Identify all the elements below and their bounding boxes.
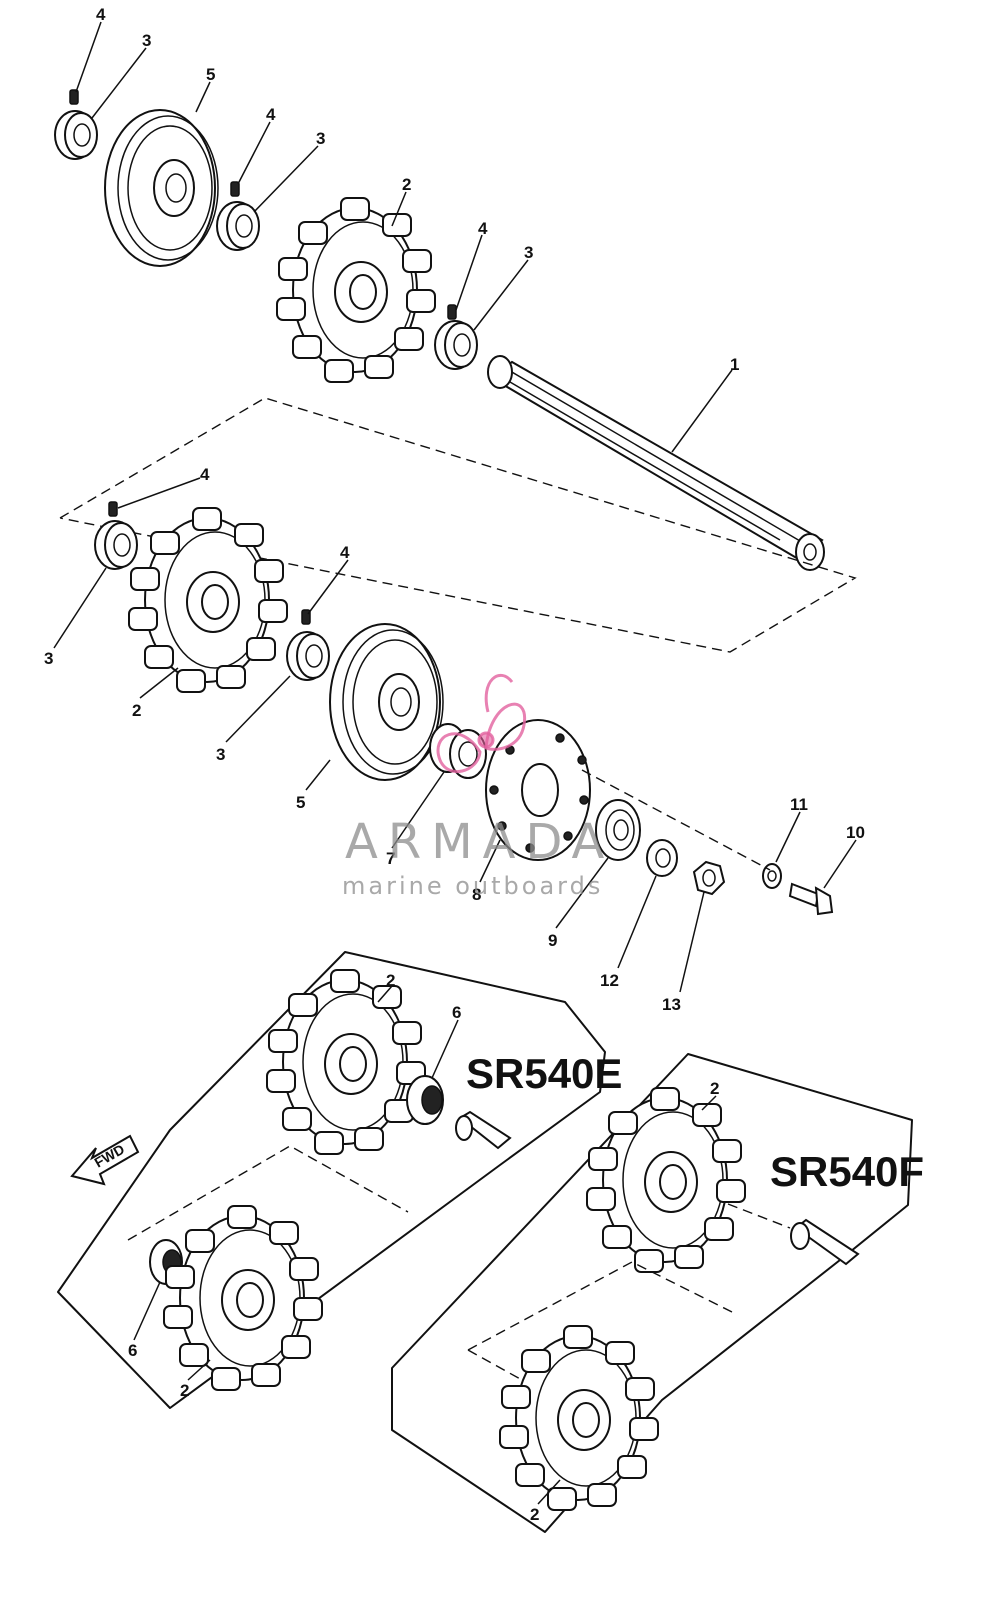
- callout-9: 9: [548, 931, 557, 950]
- callout-3: 3: [142, 31, 151, 50]
- assembly-outline: [59, 397, 857, 653]
- collar: [94, 520, 138, 570]
- axis-line: [727, 1203, 791, 1229]
- ball-bearing: [595, 799, 641, 861]
- lock-washer: [762, 863, 782, 889]
- callout-2: 2: [180, 1381, 189, 1400]
- watermark-subtitle: marine outboards: [342, 872, 603, 900]
- watermark-title: ARMADA: [345, 814, 614, 870]
- callout-5: 5: [206, 65, 215, 84]
- callout-3: 3: [44, 649, 53, 668]
- watermark-logo: [436, 674, 527, 773]
- drive-shaft: [487, 355, 825, 571]
- idler-wheel: [329, 623, 444, 781]
- variant-sr540f: [391, 1053, 913, 1533]
- callout-4: 4: [266, 105, 276, 124]
- forward-arrow: FWD: [70, 1134, 140, 1186]
- collar: [434, 320, 478, 370]
- callouts: 4 3 5 4 3 2 4 3 1 4 3 2 4 3 5 7 8 9 12 1…: [44, 5, 865, 1524]
- callout-8: 8: [472, 885, 481, 904]
- drive-sprocket: [586, 1087, 746, 1273]
- callout-6: 6: [128, 1341, 137, 1360]
- callout-2: 2: [132, 701, 141, 720]
- assembly-outline: [467, 1261, 733, 1351]
- shaft-assembly-top: [54, 89, 857, 653]
- drive-sprocket: [128, 507, 288, 693]
- drive-sprocket: [499, 1325, 659, 1511]
- leader-lines: [53, 21, 857, 1505]
- callout-1: 1: [730, 355, 739, 374]
- assembly-outline: [127, 1145, 409, 1241]
- model-label-sr540e: SR540E: [466, 1050, 622, 1097]
- callout-5: 5: [296, 793, 305, 812]
- callout-11: 11: [790, 795, 808, 814]
- collar: [54, 110, 98, 160]
- axis-line: [581, 769, 771, 871]
- set-screw: [108, 501, 118, 517]
- shaft-end: [455, 1110, 512, 1150]
- idler-wheel: [104, 109, 219, 267]
- drive-sprocket: [163, 1205, 323, 1391]
- callout-10: 10: [846, 823, 865, 842]
- variant-sr540e: FWD: [57, 951, 606, 1409]
- watermark: ARMADA marine outboards: [342, 674, 614, 900]
- drive-sprocket: [276, 197, 436, 383]
- callout-3: 3: [216, 745, 225, 764]
- shaft-end: [790, 1218, 860, 1266]
- callout-4: 4: [96, 5, 106, 24]
- bearing-housing: [485, 719, 591, 861]
- callout-3: 3: [316, 129, 325, 148]
- set-screw: [447, 304, 457, 320]
- drive-sprocket: [266, 969, 426, 1155]
- bolt: [788, 882, 834, 916]
- model-label-sr540f: SR540F: [770, 1148, 924, 1195]
- callout-6: 6: [452, 1003, 461, 1022]
- callout-4: 4: [200, 465, 210, 484]
- callout-2: 2: [386, 971, 395, 990]
- callout-3: 3: [524, 243, 533, 262]
- callout-4: 4: [340, 543, 350, 562]
- set-screw: [230, 181, 240, 197]
- sprocket-hub: [406, 1075, 444, 1125]
- callout-7: 7: [386, 849, 395, 868]
- callout-4: 4: [478, 219, 488, 238]
- collar: [216, 201, 260, 251]
- set-screw: [69, 89, 79, 105]
- collar: [286, 631, 330, 681]
- callout-2: 2: [530, 1505, 539, 1524]
- callout-13: 13: [662, 995, 681, 1014]
- callout-12: 12: [600, 971, 619, 990]
- hex-nut: [692, 860, 726, 896]
- washer: [646, 839, 678, 877]
- callout-2: 2: [710, 1079, 719, 1098]
- callout-2: 2: [402, 175, 411, 194]
